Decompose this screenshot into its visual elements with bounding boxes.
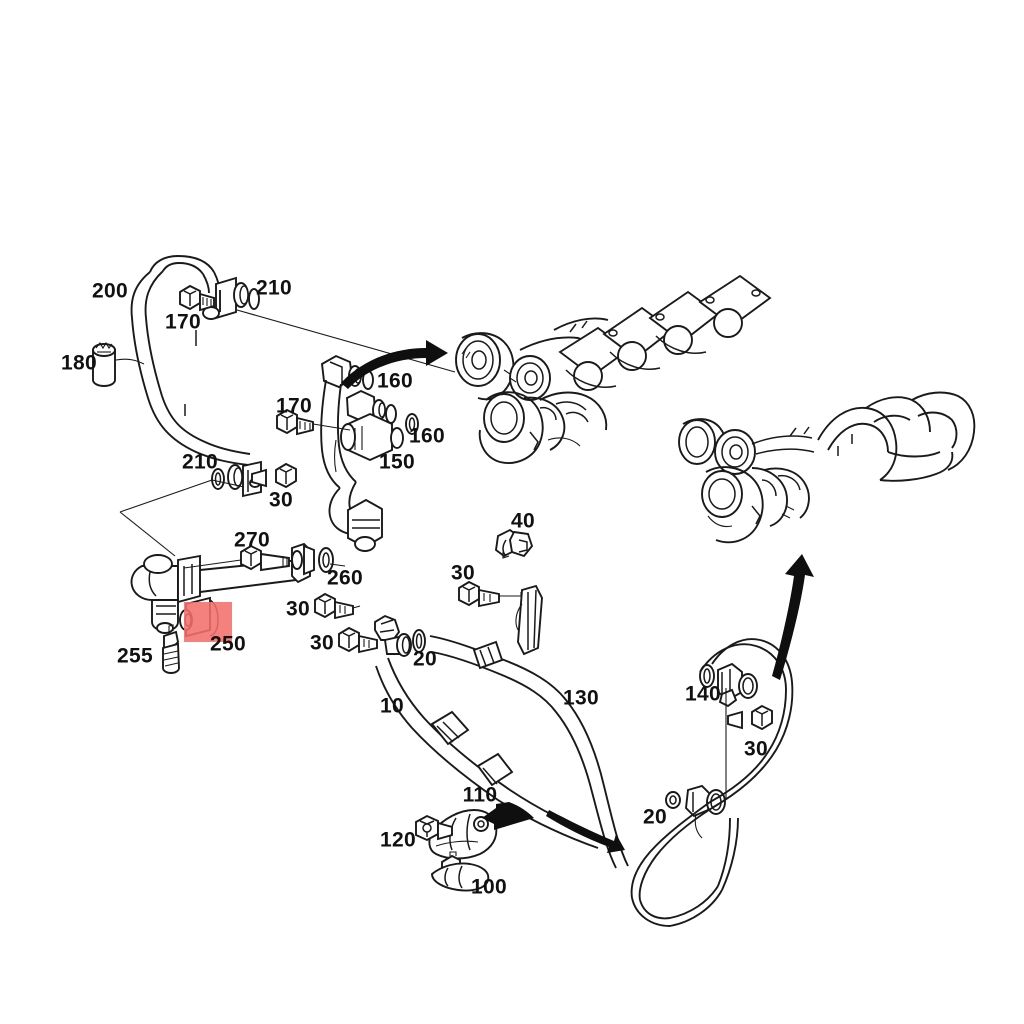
fitting-top-210-170 — [179, 276, 456, 373]
arrow-110-bracket — [482, 802, 534, 830]
bolt-30-e — [727, 704, 773, 731]
assembly-turbo-right — [678, 391, 976, 544]
part-150-oil-supply-manifold — [320, 354, 419, 552]
callout-250: 250 — [210, 632, 246, 656]
callout-140: 140 — [685, 682, 721, 706]
callout-255: 255 — [117, 644, 153, 668]
callout-260: 260 — [327, 566, 363, 590]
bolt-30-d — [338, 626, 378, 654]
callout-20: 20 — [643, 805, 667, 829]
callout-30: 30 — [310, 631, 334, 655]
callout-110: 110 — [462, 783, 498, 807]
assembly-turbo-left — [455, 274, 772, 464]
callout-40: 40 — [511, 509, 535, 533]
callout-30: 30 — [451, 561, 475, 585]
exhaust-manifold-left — [558, 274, 772, 391]
fitting-140-group — [665, 662, 773, 839]
callout-210: 210 — [182, 450, 218, 474]
exhaust-manifold-right — [817, 391, 976, 482]
callout-100: 100 — [471, 875, 507, 899]
callout-160: 160 — [377, 369, 413, 393]
callout-270: 270 — [234, 528, 270, 552]
callout-30: 30 — [744, 737, 768, 761]
part-100-bracket — [431, 851, 490, 892]
callout-30: 30 — [269, 488, 293, 512]
callout-160: 160 — [409, 424, 445, 448]
arrow-160-to-turbo-left — [341, 340, 448, 389]
part-20-sealing-ring-a — [412, 629, 426, 653]
part-180-filter-element — [92, 341, 145, 387]
part-270-oil-line — [130, 542, 346, 638]
bolt-30-b — [458, 580, 522, 608]
callout-170: 170 — [165, 310, 201, 334]
callout-120: 120 — [380, 828, 416, 852]
callout-130: 130 — [563, 686, 599, 710]
bolt-170-top — [179, 284, 215, 312]
part-130-oil-return-line — [429, 580, 629, 869]
arrow-to-turbo-right — [772, 554, 814, 680]
callout-150: 150 — [379, 450, 415, 474]
part-10-oil-return-line — [375, 657, 605, 849]
part-260-sealing-ring — [318, 547, 334, 573]
bolt-30-upper — [251, 462, 297, 489]
callout-210: 210 — [256, 276, 292, 300]
bolt-170-middle — [276, 408, 351, 436]
callout-200: 200 — [92, 279, 128, 303]
callout-20: 20 — [413, 647, 437, 671]
bolt-30-group-left — [314, 592, 378, 654]
highlight-box-part-250 — [184, 602, 232, 642]
arrow-line-direction — [546, 810, 625, 853]
part-255-screw-plug — [162, 624, 180, 674]
callout-180: 180 — [61, 351, 97, 375]
part-40-clamp — [494, 528, 534, 559]
callout-30: 30 — [286, 597, 310, 621]
part-120-bolt — [415, 814, 453, 842]
callout-170: 170 — [276, 394, 312, 418]
fitting-lower-210-30 — [119, 460, 297, 557]
callout-10: 10 — [380, 694, 404, 718]
fitting-20-left — [374, 614, 426, 657]
bolt-270 — [240, 544, 290, 572]
right-oil-line — [630, 638, 794, 927]
bolt-30-c — [314, 592, 361, 620]
part-160-sealing-ring-b — [405, 413, 419, 435]
